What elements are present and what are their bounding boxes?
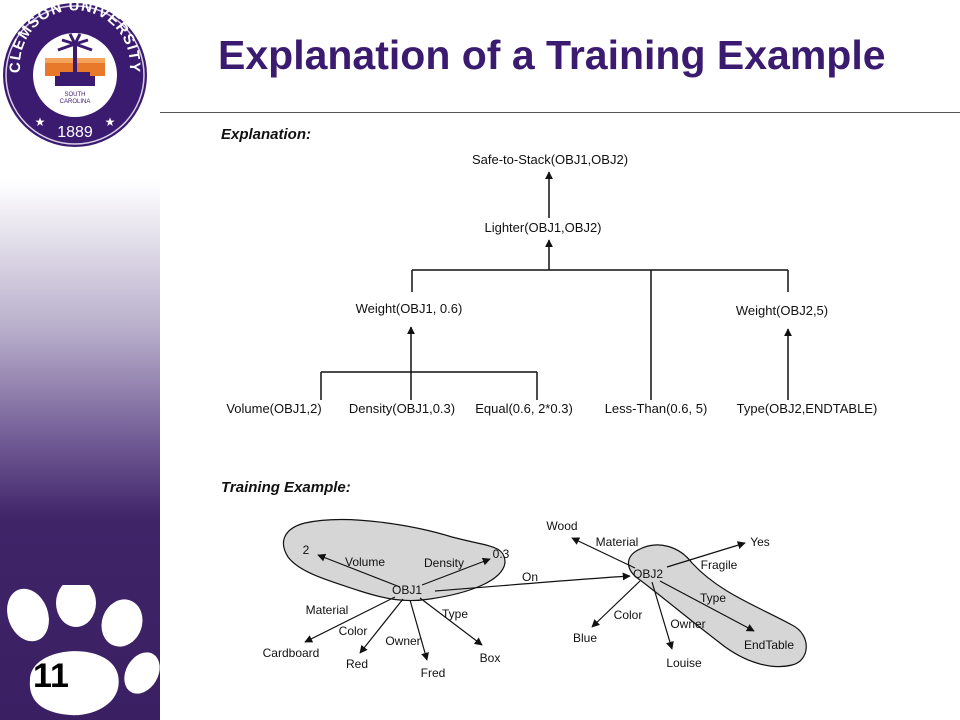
edge-obj1-on-obj2 xyxy=(434,572,631,592)
obj1-density-label: Density xyxy=(424,556,464,570)
obj2-color-label: Color xyxy=(614,608,643,622)
obj2-fragile-value: Yes xyxy=(750,535,770,549)
obj1-node: OBJ1 xyxy=(392,583,422,597)
node-safe-to-stack: Safe-to-Stack(OBJ1,OBJ2) xyxy=(472,152,628,167)
seal-carolina-text: CAROLINA xyxy=(60,99,91,105)
node-less-than: Less-Than(0.6, 5) xyxy=(605,401,708,416)
obj1-region xyxy=(283,518,506,602)
node-weight-obj2: Weight(OBJ2,5) xyxy=(736,303,828,318)
node-volume: Volume(OBJ1,2) xyxy=(226,401,321,416)
edge-obj1-owner xyxy=(409,599,429,661)
explanation-heading: Explanation: xyxy=(221,126,311,143)
on-label: On xyxy=(522,570,538,584)
obj2-owner-label: Owner xyxy=(670,617,705,631)
training-heading: Training Example: xyxy=(221,479,351,496)
node-weight-obj1: Weight(OBJ1, 0.6) xyxy=(356,301,463,316)
node-lighter: Lighter(OBJ1,OBJ2) xyxy=(484,220,601,235)
obj2-node: OBJ2 xyxy=(633,567,663,581)
edge-obj1-density xyxy=(421,557,491,586)
obj1-type-label: Type xyxy=(442,607,468,621)
seal-south-text: SOUTH xyxy=(65,92,86,98)
edge-obj2-fragile xyxy=(666,541,746,568)
edge-obj2-color xyxy=(591,580,641,628)
slide-number: 11 xyxy=(33,657,69,695)
obj1-type-value: Box xyxy=(480,651,501,665)
obj2-type-label: Type xyxy=(700,591,726,605)
obj1-density-value: 0.3 xyxy=(493,547,510,561)
obj1-volume-value: 2 xyxy=(303,543,310,557)
title-divider xyxy=(160,112,960,113)
node-equal: Equal(0.6, 2*0.3) xyxy=(475,401,573,416)
node-density: Density(OBJ1,0.3) xyxy=(349,401,455,416)
obj2-material-value: Wood xyxy=(546,519,577,533)
obj2-material-label: Material xyxy=(596,535,639,549)
obj1-volume-label: Volume xyxy=(345,555,385,569)
edge-obj1-color xyxy=(359,598,404,654)
obj1-material-label: Material xyxy=(306,603,349,617)
explanation-diagram: Explanation: Safe-to-Stack(OBJ1,OBJ2) Li… xyxy=(221,126,878,680)
obj2-type-value: EndTable xyxy=(744,638,794,652)
edge-obj2-type xyxy=(659,580,755,632)
university-seal-logo: CLEMSON UNIVERSITY SOUTH CAROLINA 1889 ★… xyxy=(3,0,147,147)
node-type: Type(OBJ2,ENDTABLE) xyxy=(737,401,878,416)
obj1-material-value: Cardboard xyxy=(263,646,320,660)
svg-text:★: ★ xyxy=(35,115,46,129)
slide-title: Explanation of a Training Example xyxy=(218,32,886,78)
svg-text:★: ★ xyxy=(105,115,116,129)
obj1-owner-value: Fred xyxy=(421,666,446,680)
obj2-color-value: Blue xyxy=(573,631,597,645)
obj2-fragile-label: Fragile xyxy=(701,558,738,572)
tiger-paw-logo xyxy=(7,585,160,716)
obj1-owner-label: Owner xyxy=(385,634,420,648)
obj1-color-value: Red xyxy=(346,657,368,671)
obj2-region xyxy=(627,544,807,668)
edge-obj2-owner xyxy=(651,581,674,650)
edge-obj2-material xyxy=(571,537,636,569)
obj2-owner-value: Louise xyxy=(666,656,702,670)
seal-year-text: 1889 xyxy=(57,124,93,141)
obj1-color-label: Color xyxy=(339,624,368,638)
edge-obj1-volume xyxy=(317,553,401,588)
edge-obj1-type xyxy=(419,597,483,646)
edge-obj1-material xyxy=(304,596,396,643)
